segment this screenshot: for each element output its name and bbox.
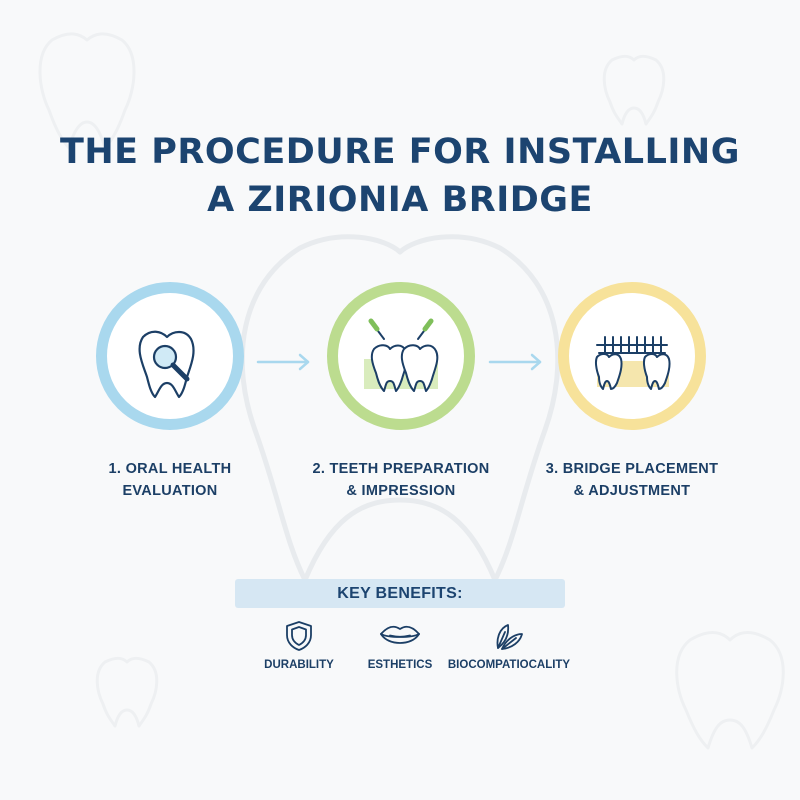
step-label-line-2: & IMPRESSION <box>346 483 456 499</box>
step-label-line-2: EVALUATION <box>122 483 218 499</box>
benefit-label: ESTHETICS <box>367 659 433 671</box>
step-teeth-preparation-impression: 2. TEETH PREPARATION & IMPRESSION <box>311 282 491 502</box>
teeth-preparation-icon <box>364 318 439 392</box>
title-line-2: A ZIRIONIA BRIDGE <box>207 180 593 220</box>
title-line-1: THE PROCEDURE FOR INSTALLING <box>60 132 740 172</box>
corner-tooth-outline <box>675 631 785 750</box>
step-label-line-1: 1. ORAL HEALTH <box>108 461 232 477</box>
shield-icon <box>286 621 312 651</box>
step-ring <box>327 282 475 430</box>
step-ring <box>558 282 706 430</box>
benefit-label: BIOCOMPATIOCALITY <box>447 659 571 671</box>
benefit-durability: DURABILITY <box>234 620 364 671</box>
step-bridge-placement-adjustment: 3. BRIDGE PLACEMENT & ADJUSTMENT <box>542 282 722 502</box>
key-benefits-header: KEY BENEFITS: <box>235 579 565 608</box>
step-label-line-1: 2. TEETH PREPARATION <box>312 461 490 477</box>
corner-tooth-outline <box>38 32 136 150</box>
page-title: THE PROCEDURE FOR INSTALLING A ZIRIONIA … <box>0 128 800 224</box>
step-label: 3. BRIDGE PLACEMENT & ADJUSTMENT <box>542 458 722 502</box>
step-oral-health-evaluation: 1. ORAL HEALTH EVALUATION <box>80 282 260 502</box>
corner-tooth-outline <box>602 54 666 126</box>
step-label-line-2: & ADJUSTMENT <box>573 483 691 499</box>
tooth-magnifier-icon <box>138 330 195 399</box>
benefit-label: DURABILITY <box>264 659 334 671</box>
arrow-right-icon <box>488 353 542 371</box>
step-ring <box>96 282 244 430</box>
benefit-biocompatibility: BIOCOMPATIOCALITY <box>444 620 574 671</box>
arrow-right-icon <box>256 353 310 371</box>
dental-bridge-icon <box>594 336 671 390</box>
leaf-icon <box>496 624 523 650</box>
benefit-esthetics: ESTHETICS <box>335 620 465 671</box>
lips-icon <box>380 625 420 644</box>
corner-tooth-outline <box>95 656 159 728</box>
step-label: 1. ORAL HEALTH EVALUATION <box>80 458 260 502</box>
step-label-line-1: 3. BRIDGE PLACEMENT <box>545 461 719 477</box>
step-label: 2. TEETH PREPARATION & IMPRESSION <box>311 458 491 502</box>
